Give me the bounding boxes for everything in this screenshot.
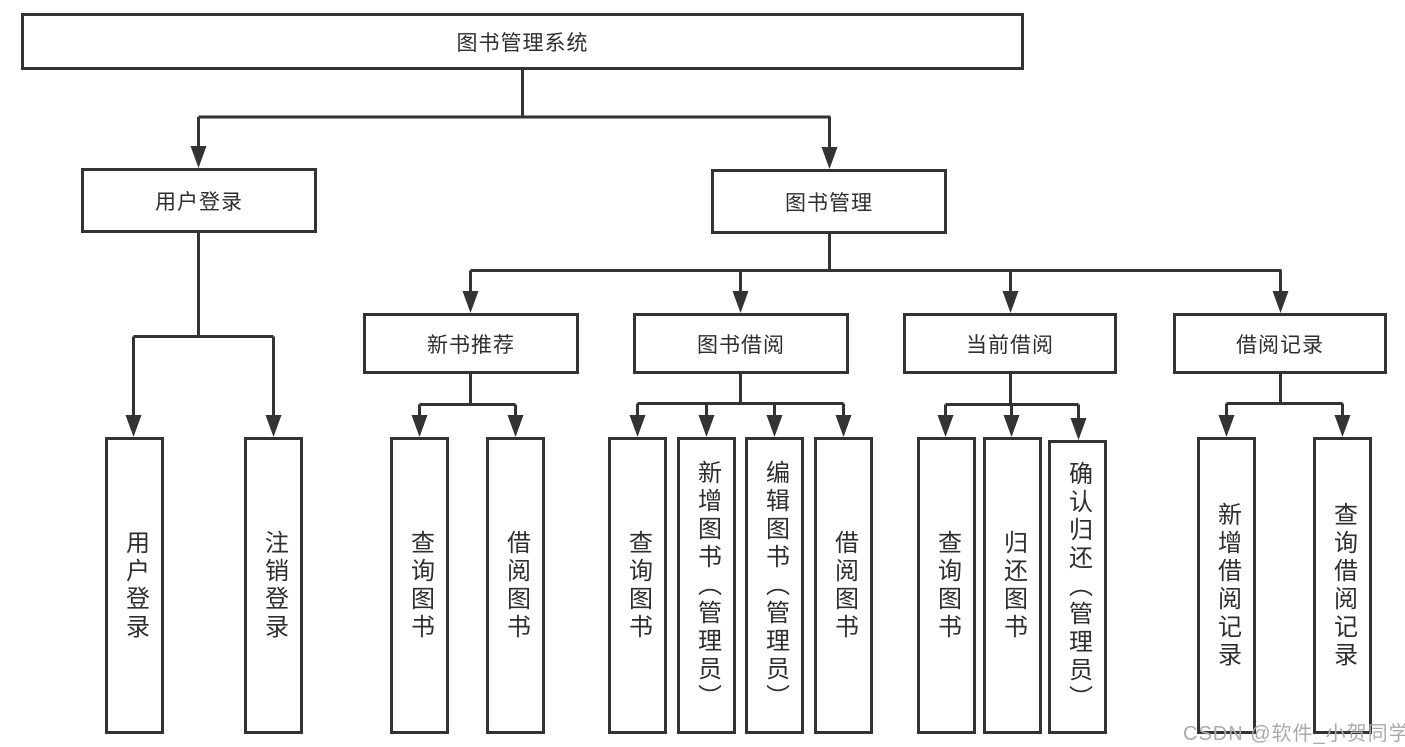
- node-label: 用户登录: [121, 529, 149, 642]
- arrowhead-icon: [507, 415, 524, 437]
- arrowhead-icon: [698, 415, 715, 437]
- arrowhead-icon: [629, 415, 646, 437]
- node-logout: 注销登录: [244, 437, 303, 734]
- arrowhead-icon: [766, 415, 783, 437]
- node-label: 注销登录: [260, 529, 288, 642]
- node-label: 归还图书: [999, 529, 1027, 642]
- node-query-books-recommend: 查询图书: [390, 437, 449, 734]
- node-library-management-system: 图书管理系统: [21, 13, 1024, 70]
- node-add-books-admin: 新增图书（管理员）: [677, 437, 736, 734]
- node-label: 查询图书: [624, 529, 652, 642]
- arrowhead-icon: [411, 415, 428, 437]
- node-label: 新增借阅记录: [1213, 501, 1241, 670]
- arrowhead-icon: [1334, 415, 1351, 437]
- node-add-borrow-record: 新增借阅记录: [1197, 437, 1256, 734]
- node-query-books-current: 查询图书: [917, 437, 976, 734]
- node-book-management: 图书管理: [711, 169, 947, 234]
- node-user-login-group: 用户登录: [81, 168, 317, 233]
- node-confirm-return-admin: 确认归还（管理员）: [1048, 440, 1107, 734]
- node-current-borrowing: 当前借阅: [903, 313, 1117, 374]
- node-label: 借阅图书: [502, 529, 530, 642]
- arrowhead-icon: [821, 147, 838, 169]
- node-user-login: 用户登录: [105, 437, 164, 734]
- node-borrowing-records: 借阅记录: [1173, 313, 1387, 374]
- node-query-borrow-record: 查询借阅记录: [1313, 437, 1372, 734]
- node-borrow-books-recommend: 借阅图书: [486, 437, 545, 734]
- node-label: 新增图书（管理员）: [693, 459, 721, 712]
- node-edit-books-admin: 编辑图书（管理员）: [745, 437, 804, 734]
- node-borrow-books: 借阅图书: [814, 437, 873, 734]
- watermark: CSDN @软件_小贺同学: [1183, 723, 1405, 745]
- arrowhead-icon: [125, 415, 142, 437]
- arrowhead-icon: [937, 415, 954, 437]
- arrowhead-icon: [1070, 418, 1087, 440]
- node-label: 借阅图书: [830, 529, 858, 642]
- arrowhead-icon: [1002, 291, 1019, 313]
- arrowhead-icon: [1003, 415, 1020, 437]
- node-label: 编辑图书（管理员）: [761, 459, 789, 712]
- arrowhead-icon: [1272, 291, 1289, 313]
- arrowhead-icon: [265, 415, 282, 437]
- arrowhead-icon: [462, 291, 479, 313]
- node-label: 查询借阅记录: [1329, 501, 1357, 670]
- arrowhead-icon: [732, 291, 749, 313]
- node-book-borrowing: 图书借阅: [633, 313, 849, 374]
- arrowheads: [125, 146, 1351, 440]
- node-label: 查询图书: [406, 529, 434, 642]
- arrowhead-icon: [190, 146, 207, 168]
- node-new-book-recommend: 新书推荐: [363, 313, 579, 374]
- arrowhead-icon: [1218, 415, 1235, 437]
- node-label: 确认归还（管理员）: [1064, 461, 1092, 713]
- arrowhead-icon: [835, 415, 852, 437]
- node-label: 查询图书: [933, 529, 961, 642]
- node-query-books-borrow: 查询图书: [608, 437, 667, 734]
- node-return-books: 归还图书: [983, 437, 1042, 734]
